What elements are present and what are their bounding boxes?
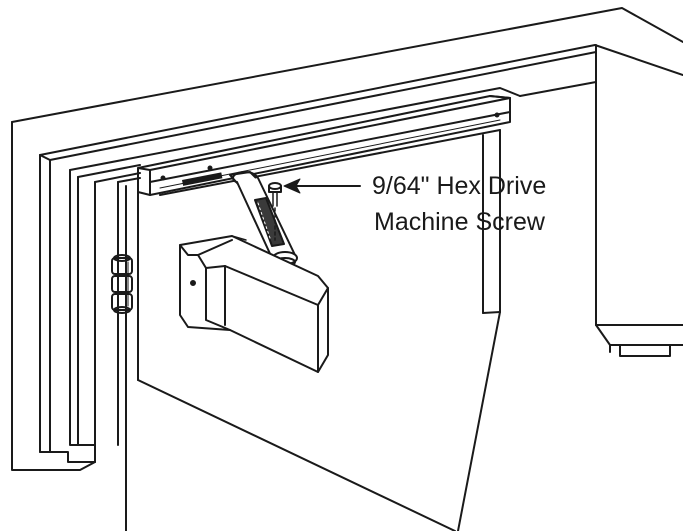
wall-frame — [11, 7, 683, 471]
callout-line-1: 9/64" Hex Drive — [372, 172, 546, 200]
door-slab — [125, 129, 501, 531]
arrow-left-icon — [283, 178, 361, 194]
door-closer-body — [179, 235, 329, 373]
hinges — [111, 254, 133, 314]
door-frame — [69, 81, 597, 446]
callout-label: 9/64" Hex Drive Machine Screw — [372, 172, 546, 236]
closer-track — [137, 95, 511, 196]
callout-line-2: Machine Screw — [374, 208, 546, 236]
screw-icon — [268, 182, 282, 241]
